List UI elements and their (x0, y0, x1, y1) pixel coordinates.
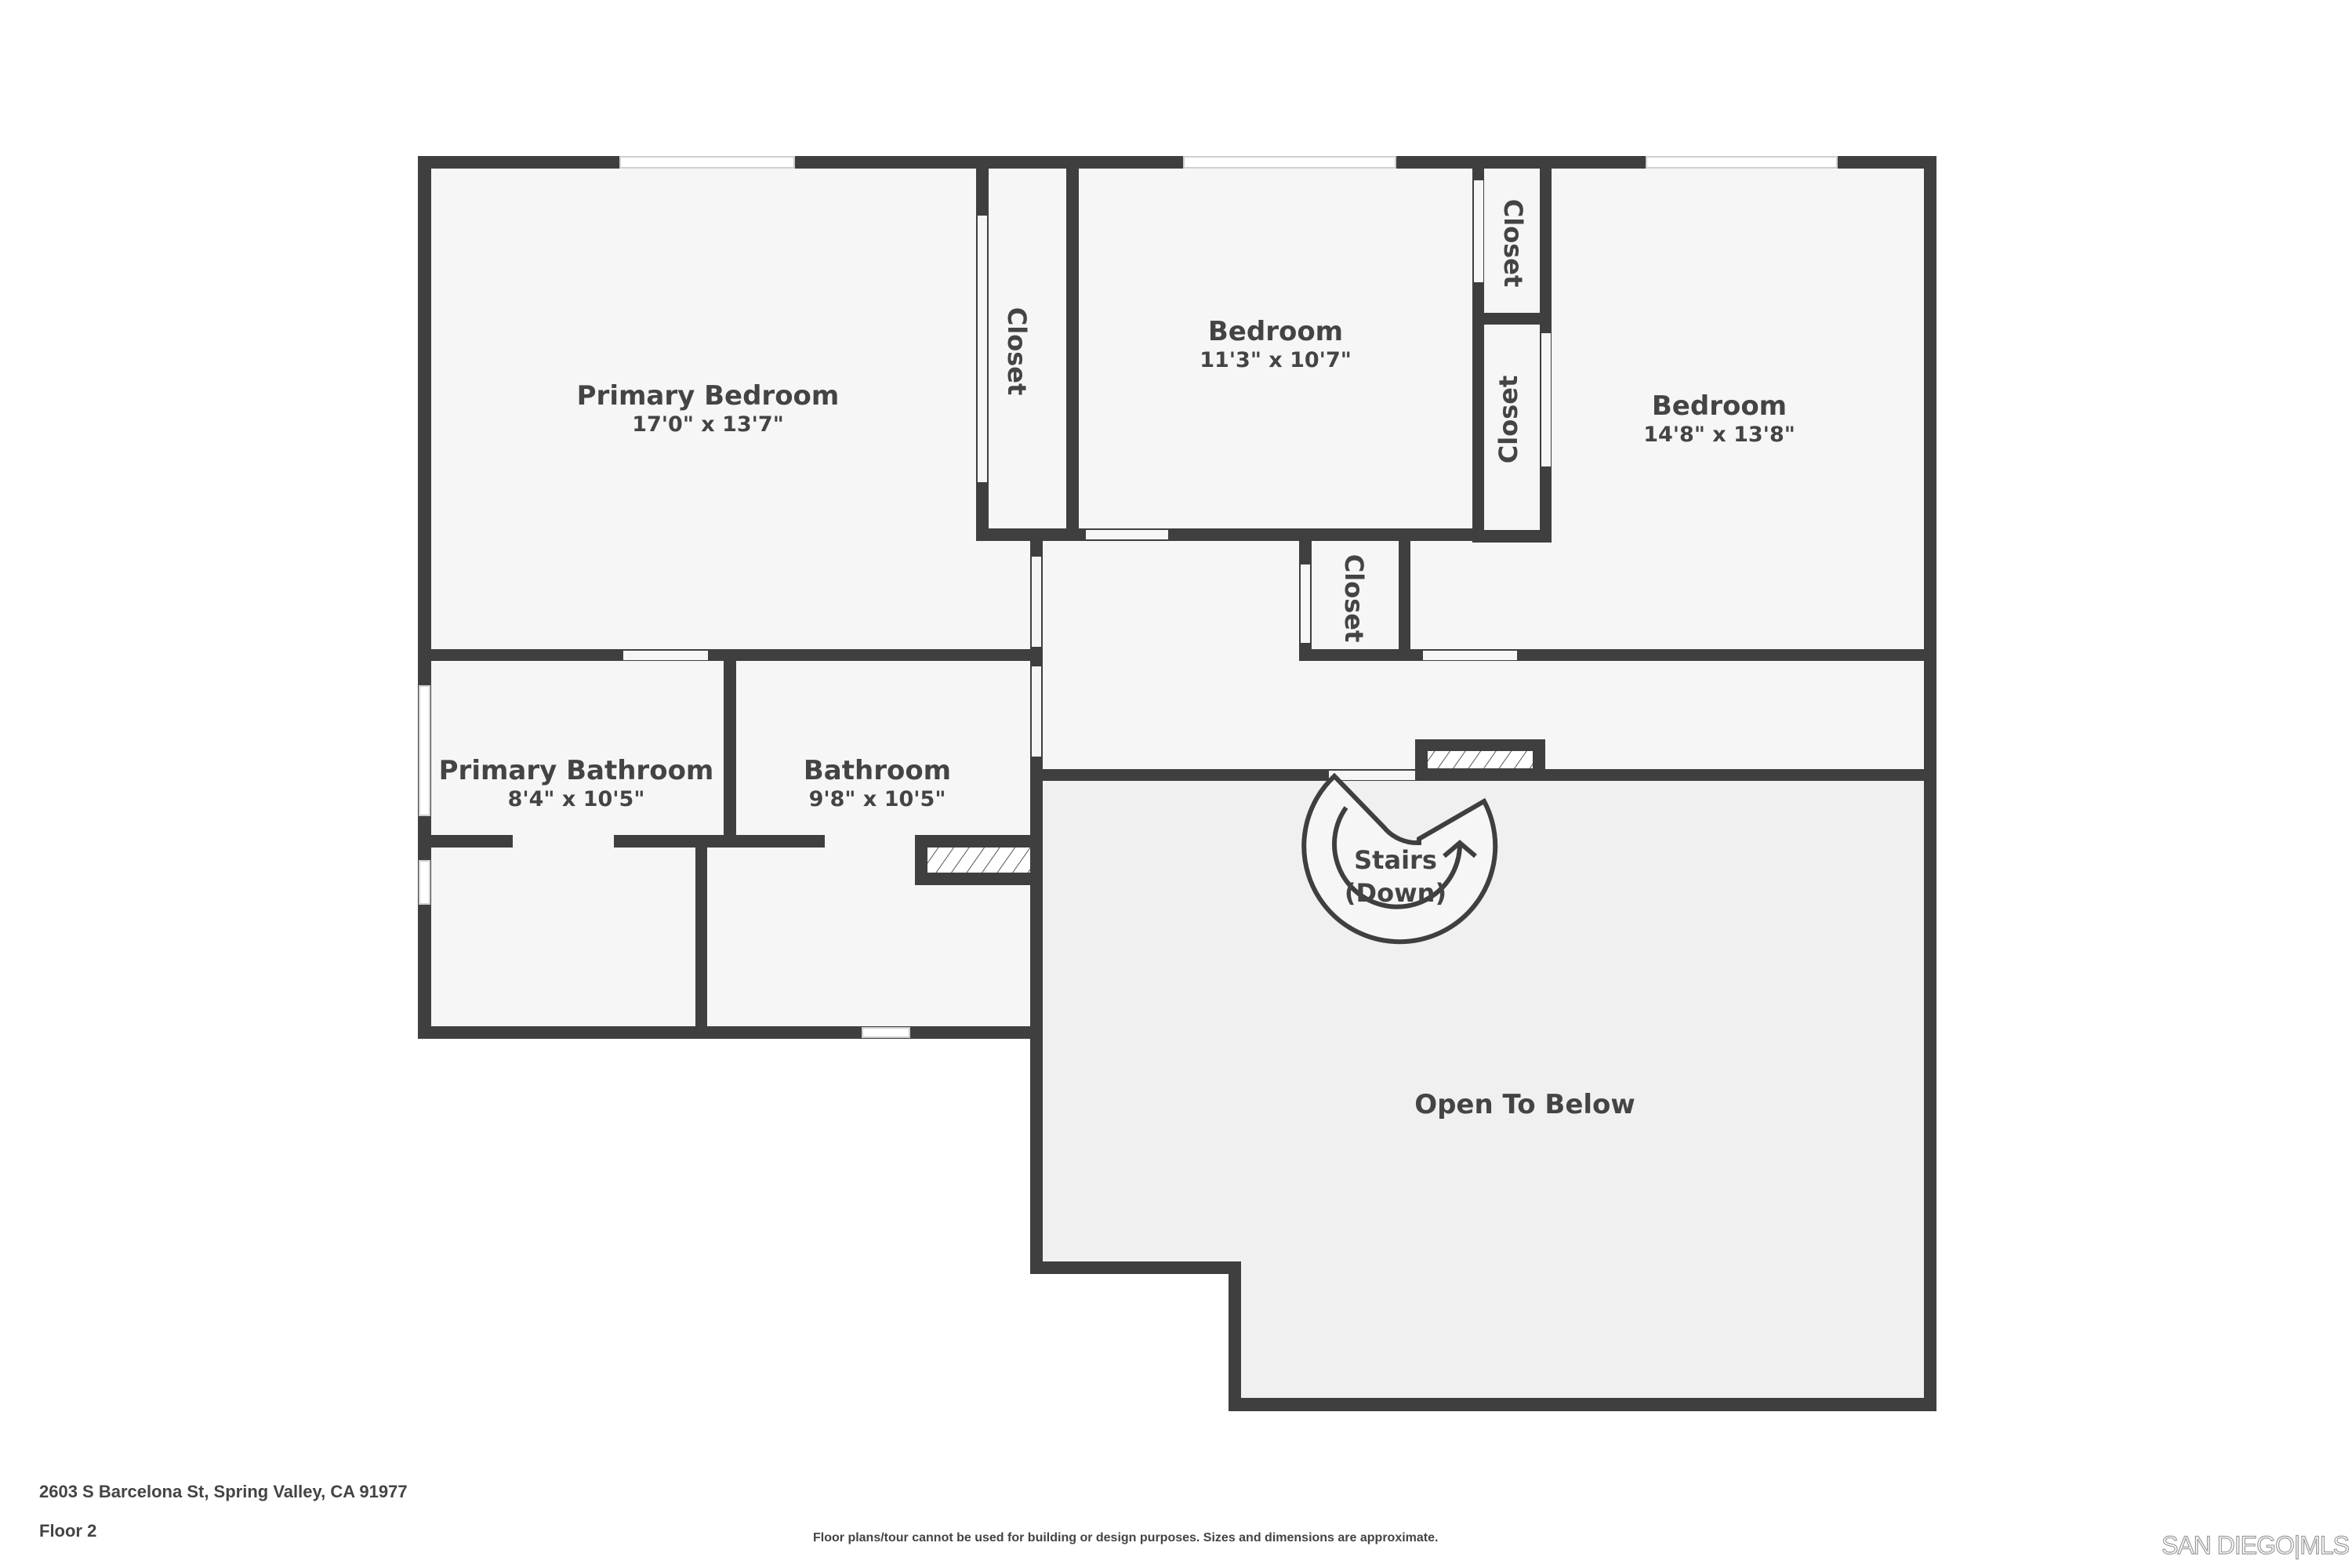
room-name: Bedroom (1207, 316, 1344, 347)
door-closet-3 (1541, 333, 1551, 466)
room-dimensions: 14'8" x 13'8" (1643, 423, 1795, 447)
baths-split-wall-lower (695, 835, 707, 1039)
hall-shaft-hatch (1428, 751, 1533, 768)
stairs-label: Stairs (Down) (1345, 844, 1446, 909)
open-to-below-floor (1043, 781, 1925, 1398)
room-primary-bathroom: Primary Bathroom 8'4" x 10'5" (439, 755, 714, 813)
open-wall-left (1030, 768, 1043, 1274)
stairs-icon (1301, 772, 1498, 945)
window-bedroom-1 (1183, 156, 1396, 169)
room-dimensions: 11'3" x 10'7" (1200, 348, 1352, 372)
closets-bottom-wall (1472, 530, 1552, 543)
open-wall-step-vertical (1229, 1261, 1241, 1411)
outer-wall-left (418, 156, 431, 1039)
room-bathroom: Bathroom 9'8" x 10'5" (804, 755, 951, 813)
room-name: Bathroom (803, 755, 952, 786)
room-name: Bedroom (1651, 390, 1788, 422)
window-primary-bath-lower (419, 860, 430, 905)
stairs-label-line1: Stairs (1354, 845, 1437, 875)
room-name: Primary Bedroom (576, 380, 840, 412)
room-open-to-below: Open To Below (1414, 1089, 1635, 1120)
closet-label-1: Closet (1002, 307, 1032, 396)
room-dimensions: 9'8" x 10'5" (808, 787, 946, 811)
primary-bath-mid-wall-b (614, 835, 724, 848)
floor-label: Floor 2 (39, 1521, 97, 1541)
open-wall-bottom (1229, 1398, 1936, 1411)
door-closet-1 (978, 216, 987, 482)
baths-split-wall-upper (724, 649, 736, 848)
window-primary-bedroom (619, 156, 795, 169)
door-hall-primary-bedroom (1032, 557, 1041, 647)
room-dimensions: 8'4" x 10'5" (507, 787, 645, 811)
closet-label-4: Closet (1339, 554, 1369, 643)
window-bedroom-2 (1646, 156, 1838, 169)
window-primary-bath (419, 685, 430, 816)
room-name: Open To Below (1414, 1089, 1635, 1120)
door-closet-4 (1301, 564, 1310, 643)
room-bedroom-2: Bedroom 14'8" x 13'8" (1643, 390, 1795, 448)
room-bedroom-1: Bedroom 11'3" x 10'7" (1200, 316, 1352, 374)
closet-label-3: Closet (1494, 375, 1523, 464)
stairs-opening (1329, 771, 1415, 780)
closets-split-wall (1472, 313, 1552, 325)
room-primary-bedroom: Primary Bedroom 17'0" x 13'7" (577, 380, 840, 438)
door-hall-bathroom (1032, 666, 1041, 757)
bedroom-2-bottom-wall (1299, 649, 1936, 661)
primary-bedroom-floor (431, 169, 1031, 651)
closet-1-right-wall (1066, 156, 1079, 541)
outer-wall-top (418, 156, 1936, 169)
closet-1-bottom-wall (976, 528, 1483, 541)
outer-wall-right (1924, 156, 1936, 1411)
closet-label-2: Closet (1498, 198, 1528, 288)
window-bathroom (862, 1027, 910, 1038)
door-closet-2 (1474, 180, 1483, 282)
disclaimer: Floor plans/tour cannot be used for buil… (813, 1531, 1439, 1544)
bath-mid-wall (707, 835, 825, 848)
room-name: Primary Bathroom (438, 755, 714, 786)
baths-wall-bottom (418, 1026, 1043, 1039)
closet-4-right-wall (1399, 541, 1410, 661)
closet-1-floor (989, 169, 1067, 529)
door-bedroom-2 (1423, 651, 1517, 660)
closets-2-3-floor (1484, 169, 1541, 533)
stairs-label-line2: (Down) (1344, 878, 1447, 908)
door-primary-bath (623, 651, 708, 660)
bath-shaft-hatch (927, 848, 1030, 873)
property-address: 2603 S Barcelona St, Spring Valley, CA 9… (39, 1482, 408, 1501)
mls-logo: SAN DIEGO|MLS (2161, 1530, 2350, 1559)
door-bedroom-1 (1086, 530, 1168, 539)
room-dimensions: 17'0" x 13'7" (632, 412, 784, 437)
primary-bath-mid-wall-a (418, 835, 513, 848)
open-wall-step (1030, 1261, 1241, 1274)
bedroom-1-floor (1079, 169, 1475, 533)
